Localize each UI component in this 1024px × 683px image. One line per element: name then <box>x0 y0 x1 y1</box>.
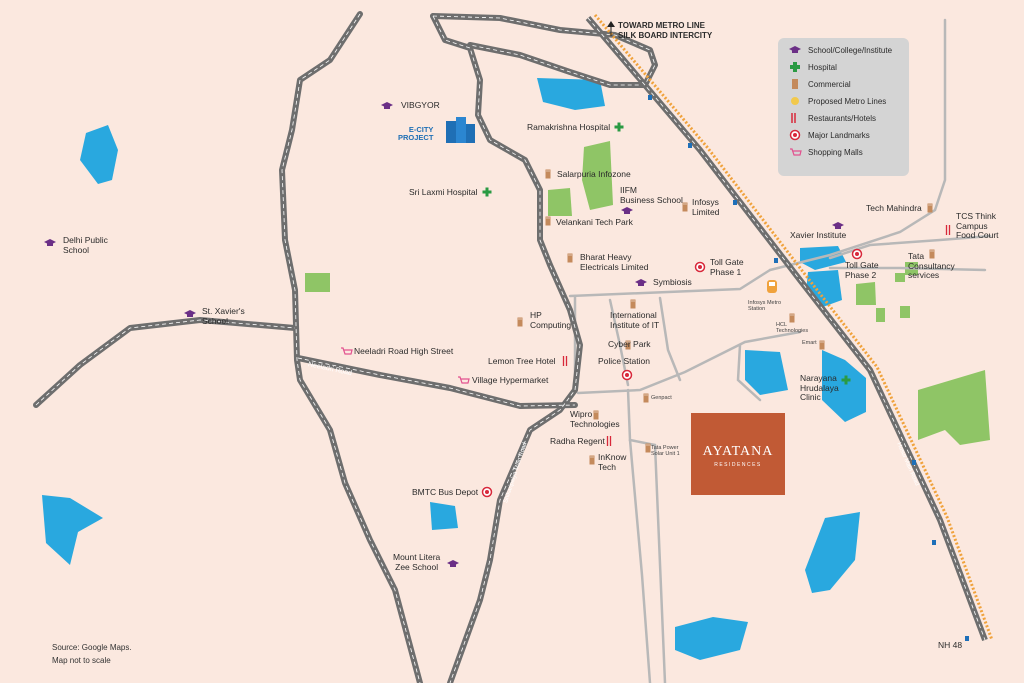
ayatana-project[interactable]: AYATANA RESIDENCES <box>691 413 785 495</box>
place-label: Tech Mahindra <box>866 203 922 213</box>
legend-item: Major Landmarks <box>788 129 870 141</box>
place-label: Xavier Institute <box>790 230 847 240</box>
source-note: Source: Google Maps. Map not to scale <box>52 643 132 665</box>
commercial-icon <box>643 393 649 403</box>
minor-roads <box>568 18 992 683</box>
place-label: Cyber Park <box>608 339 651 349</box>
place-label: HCL Technologies <box>776 322 809 334</box>
place-label: BMTC Bus Depot <box>412 487 479 497</box>
metro-stations <box>648 95 969 641</box>
legend-item: School/College/Institute <box>788 44 892 56</box>
school-icon <box>832 222 844 229</box>
school-icon <box>447 560 459 567</box>
place-label: Wipro Technologies <box>570 409 620 429</box>
place-label: Infosys Metro Station <box>748 300 782 312</box>
school-icon <box>381 102 393 109</box>
place-label: Symbiosis <box>653 277 692 287</box>
place-label: Genpact <box>651 395 672 401</box>
hospital-icon <box>841 375 851 385</box>
place-label: Sri Laxmi Hospital <box>409 187 478 197</box>
legend-item: Shopping Malls <box>788 146 863 158</box>
commercial-icon <box>819 340 825 350</box>
restaurant-icon <box>606 435 612 447</box>
school-icon <box>635 279 647 286</box>
place-label: Delhi Public School <box>63 235 108 255</box>
place-label: Radha Regent <box>550 436 605 446</box>
commercial-icon <box>545 216 551 226</box>
place-label: VIBGYOR <box>401 100 440 110</box>
road-centre-lines <box>35 13 656 683</box>
place-label: Emart <box>802 340 817 346</box>
school-icon <box>621 207 633 214</box>
landmark-icon <box>481 486 493 498</box>
restaurant-icon <box>788 112 802 124</box>
place-label: St. Xavier's School <box>202 306 245 326</box>
landmark-icon <box>694 261 706 273</box>
legend-item: Commercial <box>788 78 851 90</box>
project-subtitle: RESIDENCES <box>714 462 762 468</box>
north-arrow <box>607 21 615 36</box>
road-name: NH 48 <box>938 640 963 650</box>
commercial-icon <box>567 253 573 263</box>
hospital-icon <box>482 187 492 197</box>
school-icon <box>788 44 802 56</box>
legend-item: Restaurants/Hotels <box>788 112 876 124</box>
hospital-icon <box>614 122 624 132</box>
place-label: Velankani Tech Park <box>556 217 633 227</box>
restaurant-icon <box>562 355 568 367</box>
hospital-icon <box>788 61 802 73</box>
restaurant-icon <box>945 224 951 236</box>
metro-line-icon <box>788 95 802 107</box>
place-label: Mount Litera Zee School <box>393 552 441 572</box>
place-label: Infosys Limited <box>692 197 720 217</box>
building-icon <box>442 115 478 148</box>
metro-direction-note: TOWARD METRO LINE SILK BOARD INTERCITY <box>618 21 713 40</box>
place-label: Tata Consultancy services <box>908 251 955 280</box>
landmark-icon <box>851 248 863 260</box>
place-label: Ramakrishna Hospital <box>527 122 611 132</box>
place-label: InKnow Tech <box>598 452 627 472</box>
place-label: Neeladri Road High Street <box>354 346 454 356</box>
place-label: International Institute of IT <box>610 310 660 330</box>
landmark-icon <box>621 369 633 381</box>
school-icon <box>184 310 196 317</box>
place-label: Village Hypermarket <box>472 375 549 385</box>
place-label: IIFM Business School <box>620 185 683 205</box>
place-label: Toll Gate Phase 2 <box>845 260 879 280</box>
commercial-icon <box>645 443 651 453</box>
legend-item: Hospital <box>788 61 837 73</box>
commercial-icon <box>927 203 933 213</box>
shopping-icon <box>788 146 802 158</box>
project-name: AYATANA <box>702 444 774 459</box>
place-label: TCS Think Campus Food Court <box>956 211 999 240</box>
ecity-project-label: E-CITY PROJECT <box>398 125 434 142</box>
commercial-icon <box>545 169 551 179</box>
commercial-icon <box>788 78 802 90</box>
parks <box>305 141 990 445</box>
landmark-icon <box>788 129 802 141</box>
place-label: Bharat Heavy Electricals Limited <box>580 252 649 272</box>
legend-item: Proposed Metro Lines <box>788 95 886 107</box>
commercial-icon <box>589 455 595 465</box>
place-label: Toll Gate Phase 1 <box>710 257 744 277</box>
shopping-icon <box>340 347 353 355</box>
place-label: Salarpuria Infozone <box>557 169 631 179</box>
school-icon <box>44 239 56 246</box>
legend: School/College/Institute Hospital Commer… <box>778 38 909 176</box>
place-label: Narayana Hrudalaya Clinic <box>800 373 839 402</box>
commercial-icon <box>517 317 523 327</box>
place-label: Police Station <box>598 356 650 366</box>
commercial-icon <box>682 202 688 212</box>
place-label: Tata Power Solar Unit 1 <box>651 445 680 457</box>
water-bodies <box>42 78 866 660</box>
metro-station-icon <box>767 280 777 293</box>
shopping-icon <box>457 376 470 384</box>
place-label: HP Computing <box>530 310 572 330</box>
metro-line <box>593 14 994 641</box>
commercial-icon <box>630 299 636 309</box>
place-label: Lemon Tree Hotel <box>488 356 556 366</box>
